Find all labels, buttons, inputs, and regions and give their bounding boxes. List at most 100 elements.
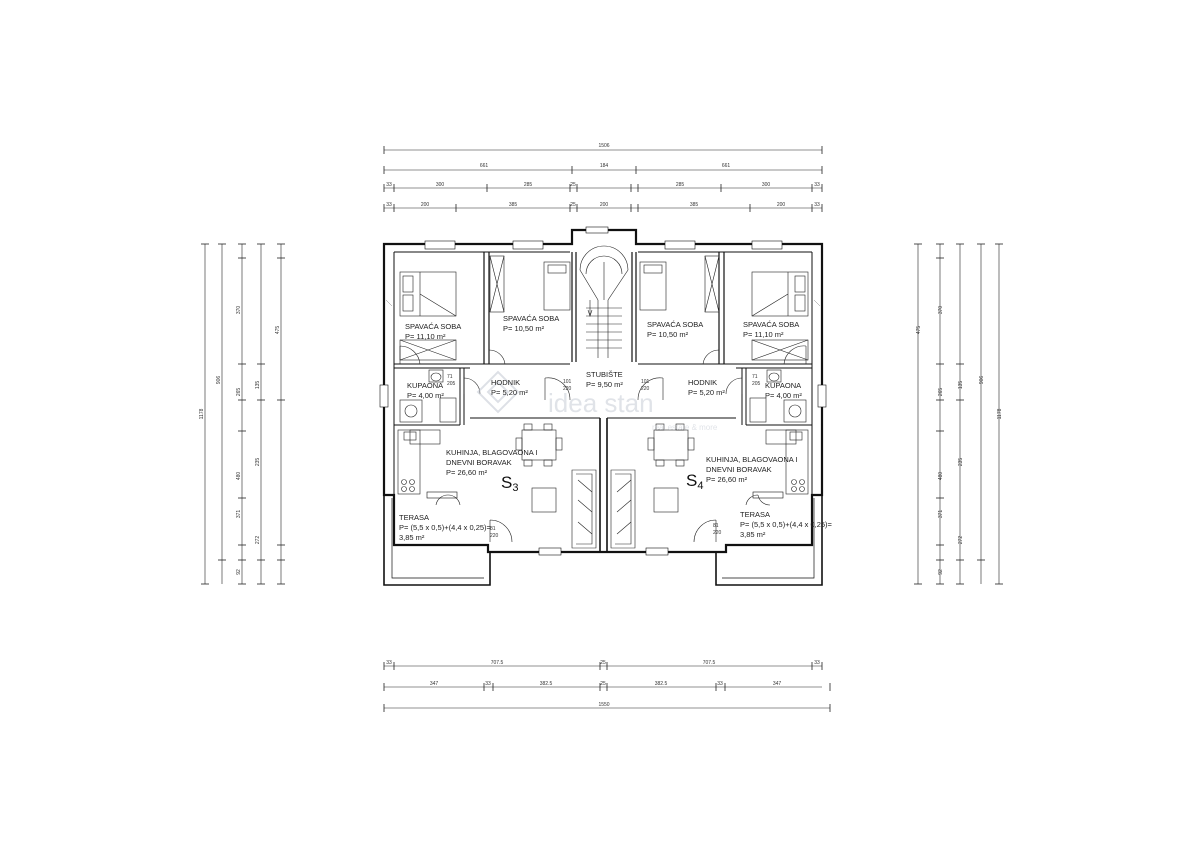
dim-top-r1-c: 661 — [722, 163, 731, 169]
s3-bedroom-b-name: SPAVAĆA SOBA — [503, 314, 559, 323]
door-label-s4-terrace-bot: 220 — [713, 530, 722, 536]
dim-top-total: 1506 — [598, 143, 609, 149]
dim-left-b: 475 — [275, 326, 281, 335]
dim-left-e: 272 — [255, 536, 261, 545]
dim-top-r3-a: 33 — [386, 202, 392, 208]
dim-left-a: 370 — [236, 306, 242, 315]
dim-left-d: 480 — [236, 472, 242, 481]
dim-top-r2-e: 285 — [676, 182, 685, 188]
s3-unit-letter: S3 — [501, 473, 518, 494]
dim-top-r2-a: 33 — [386, 182, 392, 188]
dim-left-s2: 265 — [236, 388, 242, 397]
dim-bot-r2-c: 382.5 — [540, 681, 553, 687]
door-label-stairs-l-top: 101 — [563, 379, 572, 385]
dim-left-f: 92 — [236, 569, 242, 575]
dim-bot-r2-d: 25 — [600, 681, 606, 687]
s4-hall-area: P= 5,20 m² — [688, 388, 725, 397]
dim-right-s1: 135 — [958, 381, 964, 390]
s4-living-area: P= 26,60 m² — [706, 475, 748, 484]
s4-terrace-area: 3,85 m² — [740, 530, 766, 539]
bedroom-furniture — [399, 255, 809, 361]
dim-bot-r2-b: 33 — [485, 681, 491, 687]
door-label-s4-bath-bot: 205 — [752, 381, 761, 387]
dim-right-total: 1178 — [997, 408, 1003, 419]
door-label-s3-bath-top: 71 — [447, 374, 453, 380]
s3-hall-area: P= 5,20 m² — [491, 388, 528, 397]
dim-bot-r1-e: 33 — [814, 660, 820, 666]
staircase — [579, 245, 629, 358]
bathroom-fixtures — [399, 369, 807, 423]
dim-top-r3-h: 33 — [814, 202, 820, 208]
dim-left-total: 1178 — [199, 408, 205, 419]
s3-hall-name: HODNIK — [491, 378, 520, 387]
dim-left-c: 235 — [255, 458, 261, 467]
stairs-name: STUBIŠTE — [586, 370, 623, 379]
dim-bot-r1-c: 25 — [600, 660, 606, 666]
watermark-tagline: real estate & more — [652, 423, 718, 432]
s3-terrace-name: TERASA — [399, 513, 429, 522]
s4-unit-letter: S4 — [686, 471, 703, 492]
dim-bot-r2-g: 347 — [773, 681, 782, 687]
wall-hatch — [385, 299, 821, 307]
s4-bath-name: KUPAONA — [765, 381, 801, 390]
dim-top-r2-c: 285 — [524, 182, 533, 188]
dim-bot-r2-f: 33 — [717, 681, 723, 687]
door-size-labels: 101 220 101 220 71 205 71 205 81 220 81 … — [447, 374, 761, 539]
dim-right-f: 92 — [938, 569, 944, 575]
side-dimension-labels: 1178 906 370 475 235 480 272 92 135 265 … — [199, 306, 1003, 575]
s4-terrace-formula: P= (5,5 x 0,5)+(4,4 x 0,25)= — [740, 520, 833, 529]
s3-bedroom-a-area: P= 11,10 m² — [405, 332, 446, 341]
s4-bedroom-a-name: SPAVAĆA SOBA — [743, 320, 799, 329]
dim-top-r3-f: 385 — [690, 202, 699, 208]
dim-bot-r1-a: 33 — [386, 660, 392, 666]
s4-terrace-name: TERASA — [740, 510, 770, 519]
dim-right-s3: 371 — [938, 510, 944, 519]
door-label-stairs-r-bot: 220 — [641, 386, 650, 392]
dimension-ticks — [201, 146, 1003, 712]
dim-top-r2-g: 33 — [814, 182, 820, 188]
dim-right-d: 480 — [938, 472, 944, 481]
s4-bath-area: P= 4,00 m² — [765, 391, 802, 400]
dim-left-s3: 371 — [236, 510, 242, 519]
dim-bot-r1-d: 707.5 — [703, 660, 716, 666]
dim-top-r3-e: 200 — [600, 202, 609, 208]
top-dimension-labels: 1506 661 184 661 33 300 285 25 285 300 3… — [386, 143, 820, 208]
dim-right-s2: 265 — [938, 388, 944, 397]
s4-living-line2: DNEVNI BORAVAK — [706, 465, 772, 474]
dining-tables — [515, 423, 695, 467]
dim-top-r3-c: 385 — [509, 202, 518, 208]
dim-top-r2-b: 300 — [436, 182, 445, 188]
dim-right-inner: 906 — [979, 376, 985, 385]
living-furniture — [531, 469, 679, 549]
dim-top-r3-b: 200 — [421, 202, 430, 208]
dim-top-r3-d: 25 — [570, 202, 576, 208]
watermark-logo-icon — [476, 370, 520, 414]
dim-bot-total: 1550 — [598, 702, 609, 708]
kitchen-fixtures — [397, 429, 809, 495]
dim-bot-r1-b: 707.5 — [491, 660, 504, 666]
s4-bedroom-a-area: P= 11,10 m² — [743, 330, 784, 339]
watermark-brand: idea stan — [548, 388, 654, 418]
stairs-labels: STUBIŠTE P= 9,50 m² — [586, 370, 623, 389]
dim-left-inner: 906 — [216, 376, 222, 385]
dimension-lines — [204, 149, 1000, 709]
s3-terrace-area: 3,85 m² — [399, 533, 425, 542]
s4-living-line1: KUHINJA, BLAGOVAONA I — [706, 455, 798, 464]
dim-bot-r2-e: 382.5 — [655, 681, 668, 687]
s3-living-area: P= 26,60 m² — [446, 468, 488, 477]
bottom-dimension-labels: 33 707.5 25 707.5 33 347 33 382.5 25 382… — [386, 660, 820, 708]
s3-bedroom-b-area: P= 10,50 m² — [503, 324, 545, 333]
s4-bedroom-b-area: P= 10,50 m² — [647, 330, 689, 339]
window-marks — [379, 226, 827, 556]
dim-top-r3-g: 200 — [777, 202, 786, 208]
dim-top-r1-a: 661 — [480, 163, 489, 169]
dim-top-r1-b: 184 — [600, 163, 609, 169]
dim-right-b: 475 — [916, 326, 922, 335]
unit-s3-labels: SPAVAĆA SOBA P= 11,10 m² SPAVAĆA SOBA P=… — [399, 314, 559, 542]
stairs-area: P= 9,50 m² — [586, 380, 623, 389]
s4-bedroom-b-name: SPAVAĆA SOBA — [647, 320, 703, 329]
dim-left-s1: 135 — [255, 381, 261, 390]
door-label-s3-terrace-top: 81 — [490, 526, 496, 532]
door-swings — [399, 345, 807, 543]
